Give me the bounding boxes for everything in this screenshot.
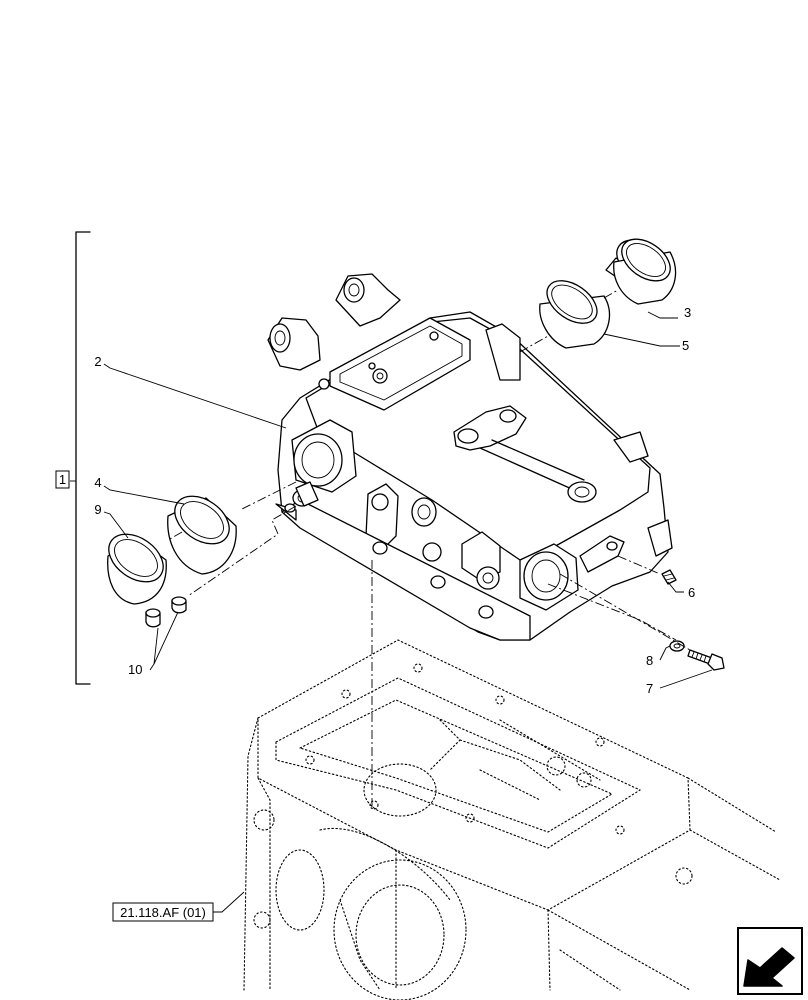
callout-box-1 [55, 470, 70, 489]
reference-link[interactable]: 21.118.AF (01) [112, 891, 245, 922]
callout-7: 7 [646, 681, 653, 696]
callout-3: 3 [684, 305, 691, 320]
washer-8 [669, 640, 685, 652]
callout-9: 9 [94, 502, 101, 517]
callout-10: 10 [128, 662, 142, 677]
callout-8: 8 [646, 653, 653, 668]
bolt-7 [687, 649, 725, 671]
callout-6: 6 [688, 585, 695, 600]
bushing-4 [167, 495, 237, 575]
bushing-9 [107, 533, 167, 605]
callout-2: 2 [94, 354, 101, 369]
next-page-arrow-icon[interactable] [737, 927, 803, 995]
bushing-3 [605, 238, 677, 305]
lift-housing [267, 273, 673, 641]
callout-5: 5 [682, 338, 689, 353]
callout-1: 1 [59, 472, 66, 487]
reference-label: 21.118.AF (01) [120, 905, 206, 920]
bushing-5 [539, 280, 611, 349]
dowel-pins-10 [145, 596, 187, 628]
callout-leaders [103, 311, 713, 689]
callout-4: 4 [94, 475, 101, 490]
plug-6 [661, 569, 677, 585]
transmission-housing-outline [243, 639, 781, 1000]
assembly-bracket [75, 231, 91, 685]
assembly-center-lines [167, 289, 691, 808]
